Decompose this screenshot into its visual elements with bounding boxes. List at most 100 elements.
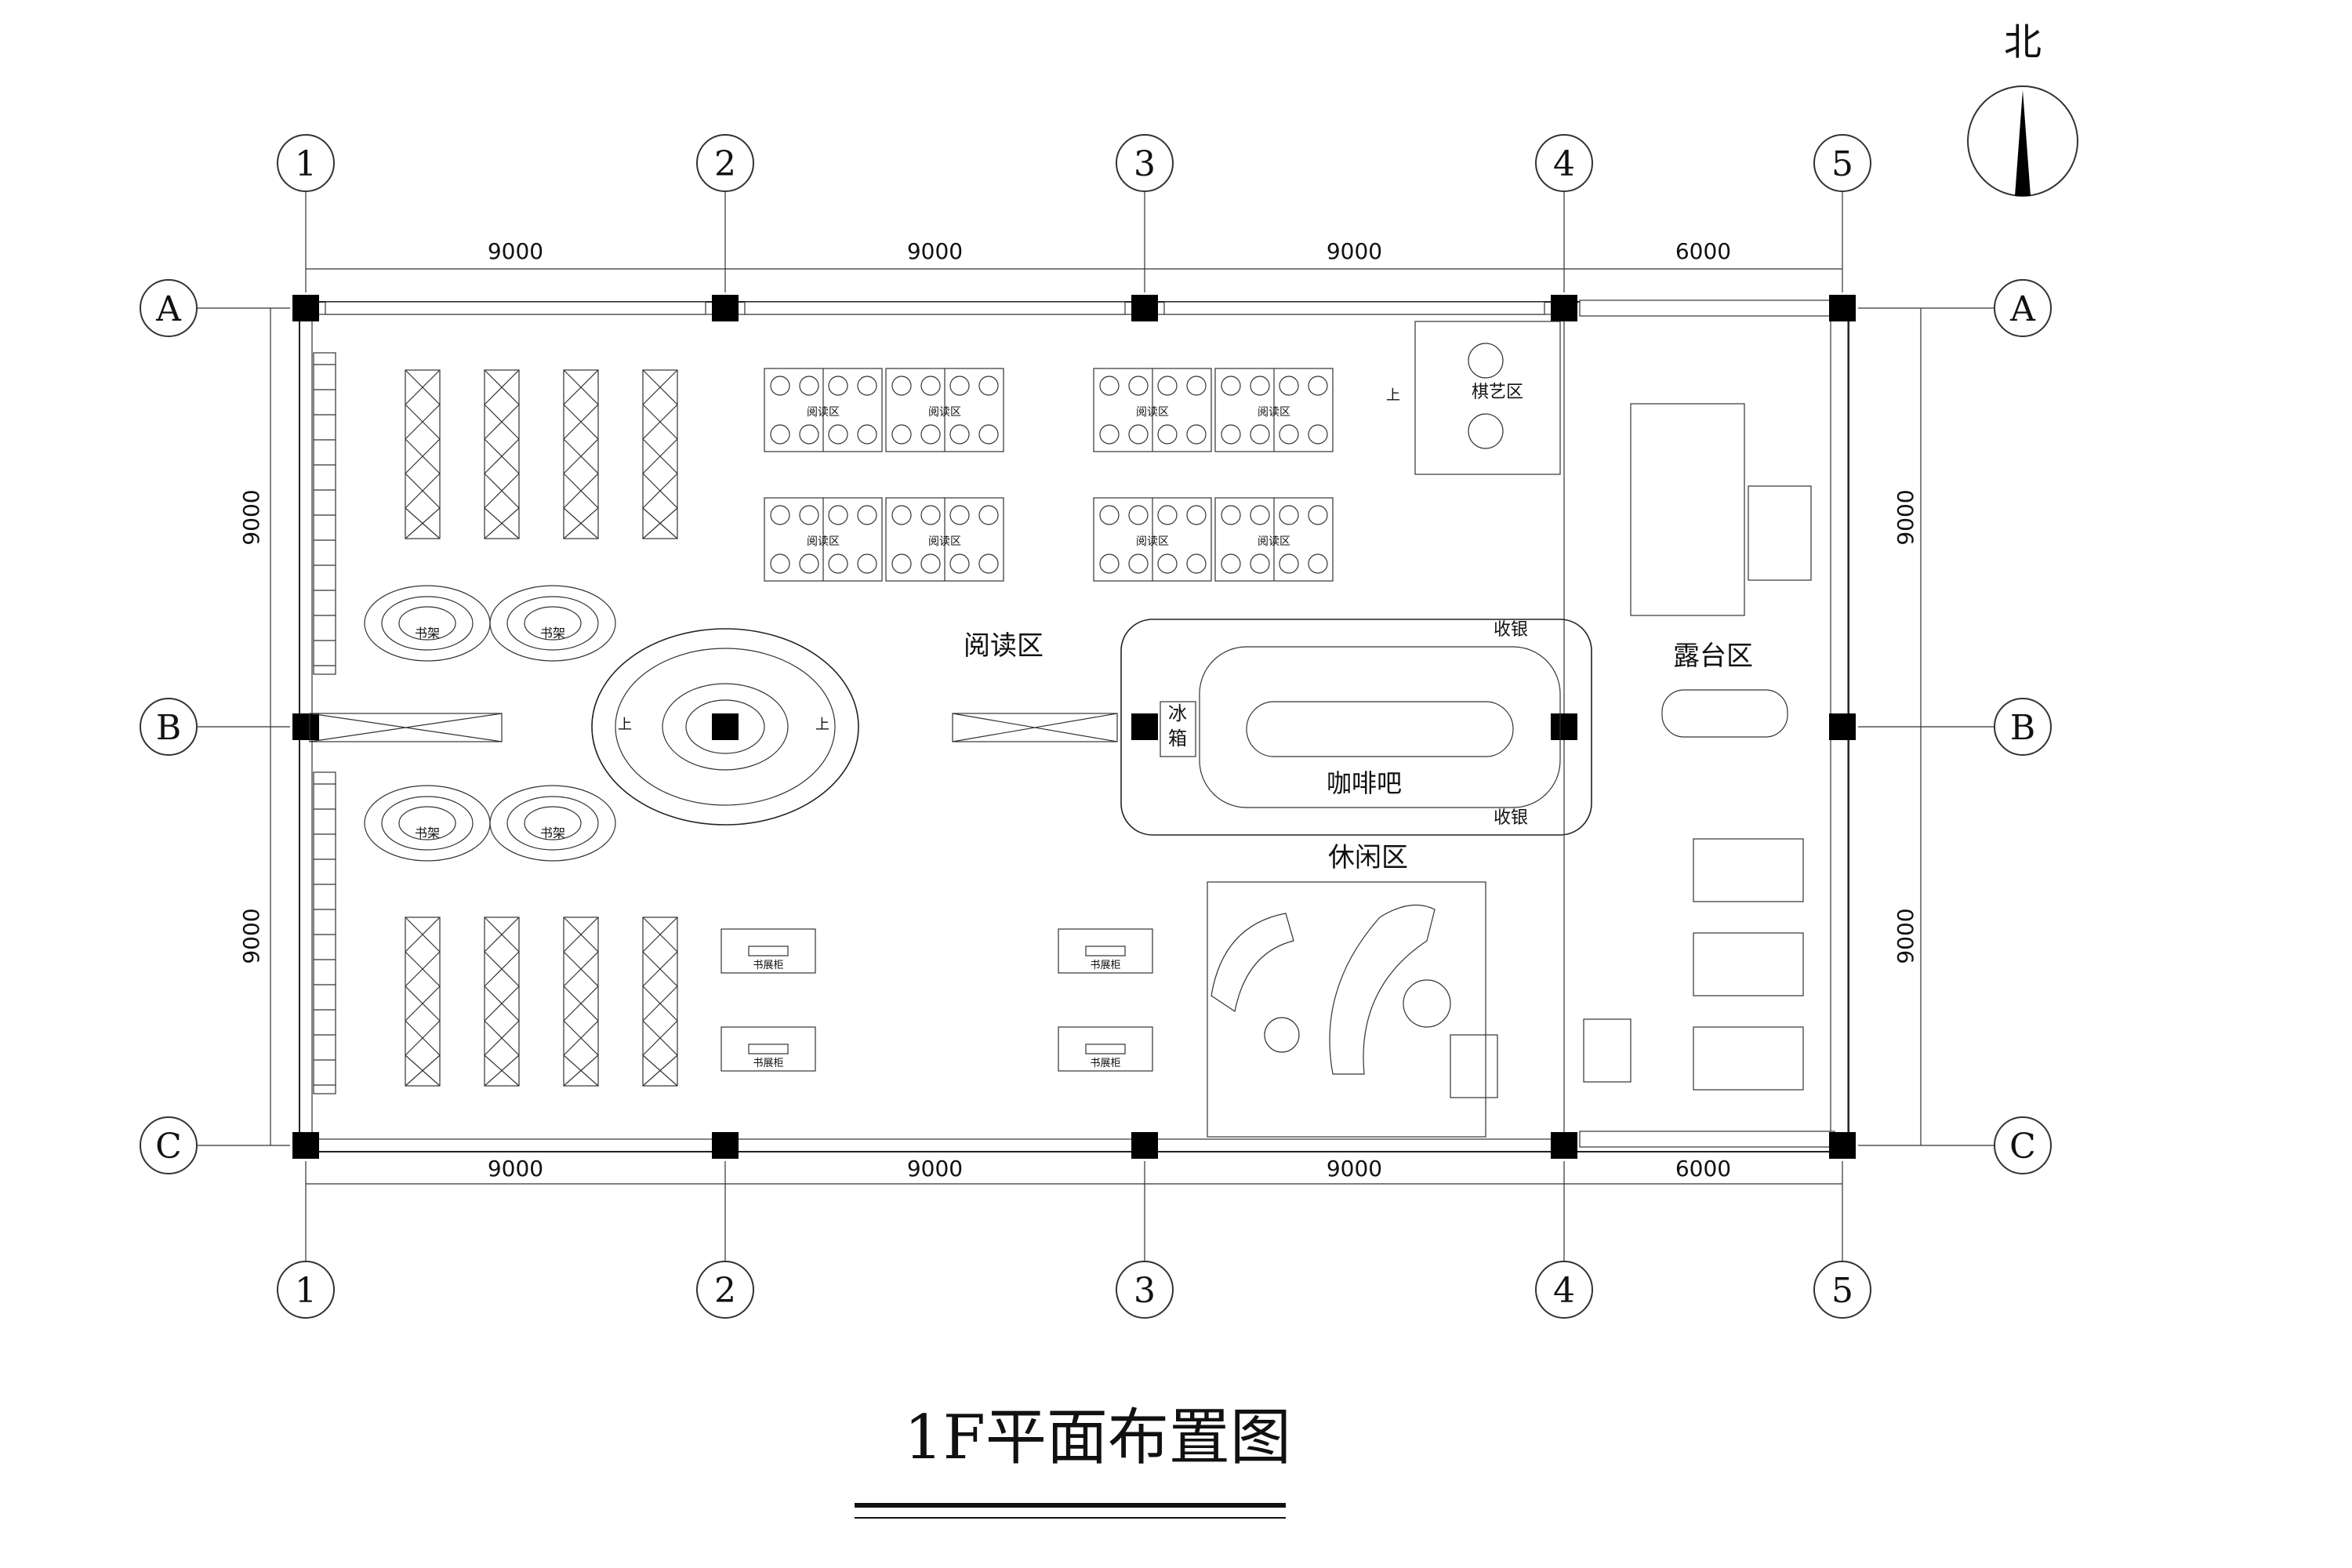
shelf-hatch bbox=[405, 369, 441, 405]
bookshelf bbox=[309, 713, 503, 742]
inner-wall bbox=[311, 314, 1565, 1140]
zone-terrace: 露台区 bbox=[1673, 641, 1753, 672]
round-table bbox=[1403, 979, 1451, 1028]
chess-table-1 bbox=[1468, 343, 1504, 379]
axis-bottom-2-label: 2 bbox=[714, 1271, 736, 1311]
terrace-lounge-box bbox=[1630, 403, 1745, 616]
terrace-table-2 bbox=[1693, 932, 1804, 996]
reading-table-5-label: 阅读区 bbox=[1136, 405, 1169, 419]
axis-right-B-label: B bbox=[2010, 708, 2035, 748]
terrace-small-table bbox=[1583, 1018, 1632, 1083]
column bbox=[1551, 1132, 1577, 1159]
chair bbox=[1279, 505, 1299, 525]
chair bbox=[828, 424, 848, 445]
bookshelf bbox=[405, 369, 441, 539]
display-cabinet-inner bbox=[748, 946, 789, 956]
axis-left-A-label: A bbox=[155, 289, 182, 329]
axis-top-5-label: 5 bbox=[1831, 144, 1853, 184]
shelf-hatch bbox=[405, 473, 441, 509]
chair bbox=[770, 505, 790, 525]
shelf-hatch bbox=[309, 713, 503, 742]
oval-display-4-label: 书架 bbox=[540, 826, 565, 840]
axis-bottom-4-bubble bbox=[1535, 1261, 1593, 1319]
terrace-table-1 bbox=[1693, 838, 1804, 902]
axis-top-2-label: 2 bbox=[714, 144, 736, 184]
display-cabinet-1 bbox=[720, 928, 816, 974]
central-lens-outer bbox=[591, 628, 859, 826]
chair bbox=[1221, 424, 1241, 445]
chair bbox=[1221, 505, 1241, 525]
axis-left-B-bubble bbox=[140, 698, 198, 756]
oval-display-3-label: 书架 bbox=[415, 826, 440, 840]
display-cabinet-label: 书展柜 bbox=[1090, 960, 1120, 971]
bookshelf bbox=[642, 369, 678, 539]
chair bbox=[1250, 554, 1270, 574]
bookshelf bbox=[563, 916, 599, 1087]
dim-right-0: 9000 bbox=[1893, 489, 1918, 545]
oval-display-2-inner bbox=[524, 606, 582, 641]
fridge-label-1: 冰 bbox=[1168, 702, 1187, 724]
dim-top-3: 6000 bbox=[1675, 238, 1731, 264]
coffee-bar-outer bbox=[1120, 619, 1592, 836]
bookshelf bbox=[952, 713, 1118, 742]
axis-left-B-label: B bbox=[156, 708, 181, 748]
chair bbox=[949, 376, 970, 396]
chair bbox=[1308, 424, 1328, 445]
shelf-hatch bbox=[484, 369, 520, 405]
shelf-hatch bbox=[484, 404, 520, 440]
chair bbox=[920, 554, 941, 574]
axis-right-A-bubble bbox=[1994, 279, 2052, 337]
chair bbox=[1157, 376, 1178, 396]
chair bbox=[978, 376, 999, 396]
shelf-hatch bbox=[405, 404, 441, 440]
chair bbox=[891, 554, 912, 574]
chair bbox=[1186, 376, 1207, 396]
axis-top-4-label: 4 bbox=[1553, 144, 1575, 184]
chair bbox=[978, 505, 999, 525]
axis-top-1-label: 1 bbox=[295, 144, 317, 184]
chair bbox=[1279, 376, 1299, 396]
dim-bottom-2: 9000 bbox=[1327, 1156, 1382, 1181]
dim-top-2: 9000 bbox=[1327, 238, 1382, 264]
chair bbox=[799, 376, 819, 396]
shelf-hatch bbox=[563, 369, 599, 405]
axis-bottom-5-label: 5 bbox=[1831, 1271, 1853, 1311]
outer-wall bbox=[299, 301, 1849, 1152]
chair bbox=[1308, 505, 1328, 525]
shelf-hatch bbox=[563, 951, 599, 987]
display-cabinet-inner bbox=[1085, 946, 1126, 956]
bookshelf bbox=[642, 916, 678, 1087]
oval-display-1-inner bbox=[398, 606, 456, 641]
chair bbox=[1308, 554, 1328, 574]
oval-display-4-inner bbox=[524, 806, 582, 840]
display-cabinet-4 bbox=[1058, 1026, 1153, 1072]
chair bbox=[770, 554, 790, 574]
dim-top-0: 9000 bbox=[488, 238, 543, 264]
cashier-bottom: 收银 bbox=[1494, 808, 1528, 828]
column bbox=[1829, 295, 1856, 321]
dim-bottom-3: 6000 bbox=[1675, 1156, 1731, 1181]
dim-bottom-1: 9000 bbox=[907, 1156, 963, 1181]
axis-left-C-label: C bbox=[155, 1127, 182, 1167]
bookshelf bbox=[563, 369, 599, 539]
chair bbox=[828, 554, 848, 574]
shelf-hatch bbox=[563, 985, 599, 1022]
dim-bottom-0: 9000 bbox=[488, 1156, 543, 1181]
zone-leisure: 休闲区 bbox=[1328, 842, 1408, 873]
display-cabinet-3 bbox=[720, 1026, 816, 1072]
chair bbox=[1279, 424, 1299, 445]
axis-top-1-bubble bbox=[277, 134, 335, 192]
shelf-hatch bbox=[484, 473, 520, 509]
chair bbox=[828, 505, 848, 525]
reading-table-4-label: 阅读区 bbox=[928, 535, 961, 548]
central-ring-inner bbox=[685, 699, 765, 754]
axis-right-C-bubble bbox=[1994, 1116, 2052, 1174]
wall-rack bbox=[313, 771, 336, 1094]
chair bbox=[949, 505, 970, 525]
chair bbox=[857, 554, 877, 574]
north-label: 北 bbox=[2004, 20, 2042, 64]
chair bbox=[1128, 424, 1149, 445]
display-cabinet-inner bbox=[1085, 1044, 1126, 1054]
zone-chess: 棋艺区 bbox=[1472, 383, 1523, 402]
glazing-strip bbox=[744, 301, 1126, 315]
